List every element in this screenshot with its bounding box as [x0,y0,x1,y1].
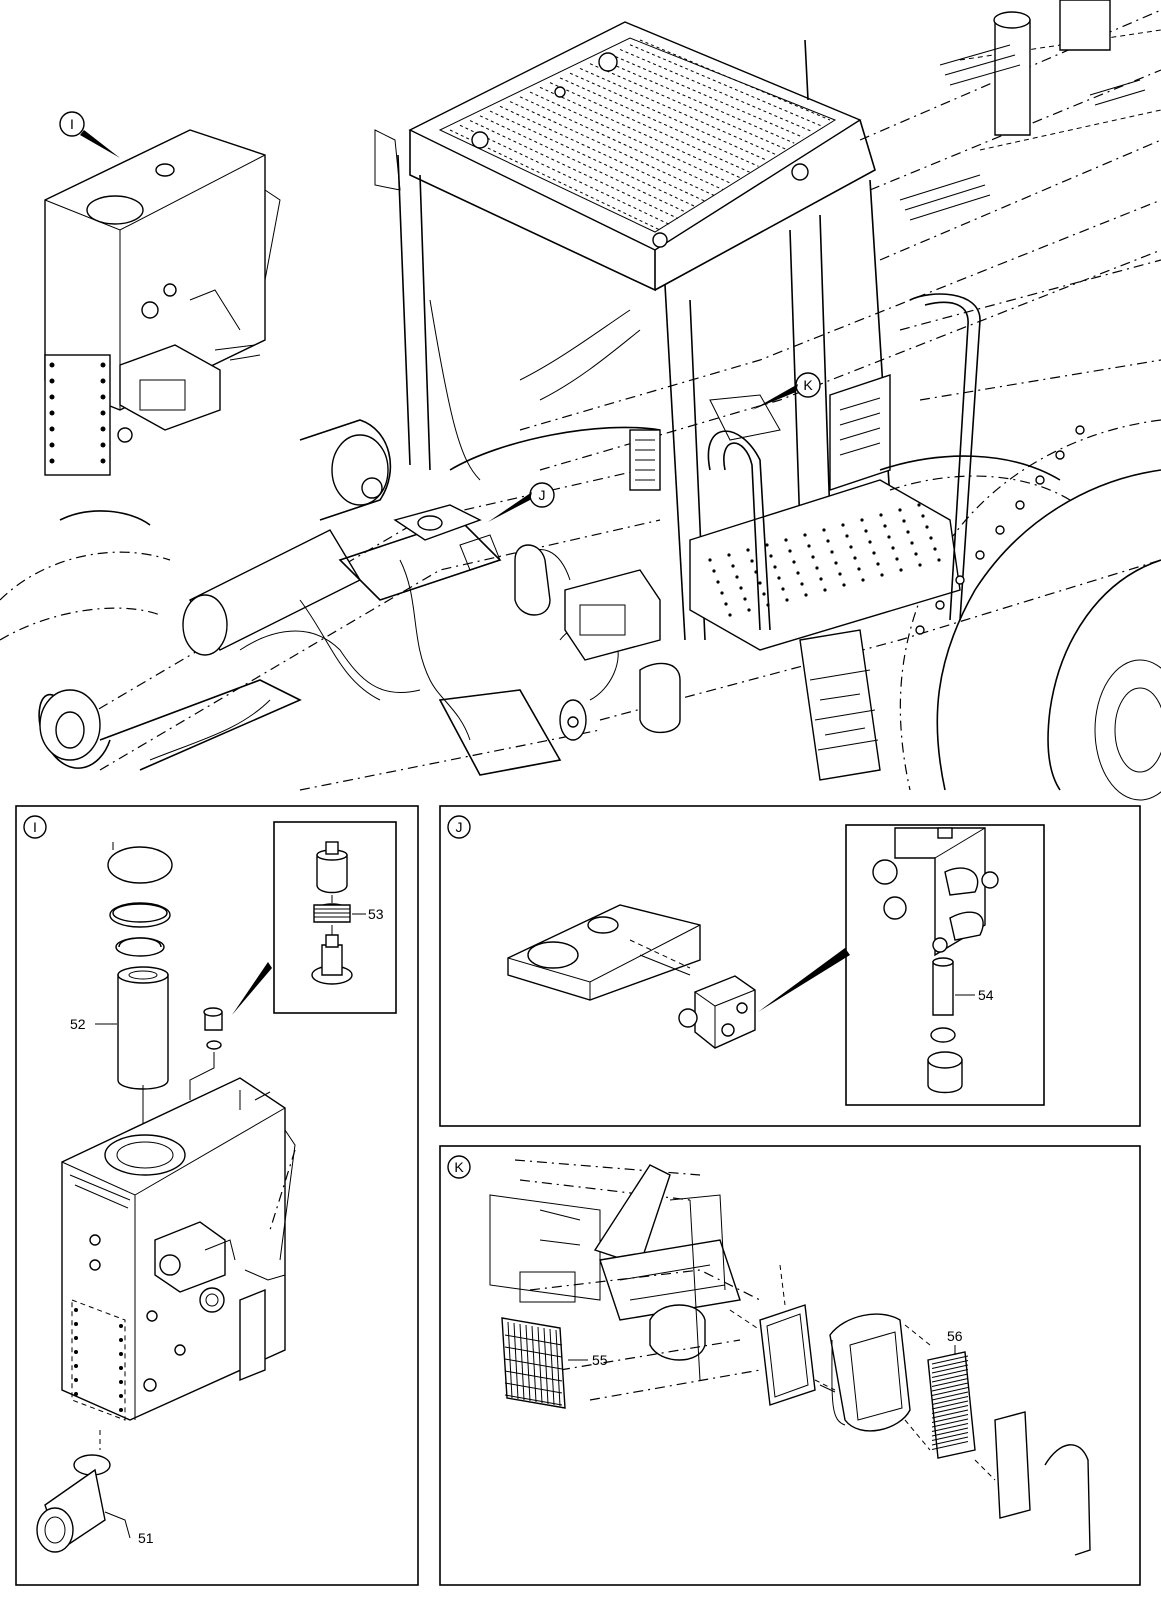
cab-roof [408,21,876,292]
part-number-52: 52 [70,1016,86,1032]
part-number-54: 54 [978,987,994,1003]
filter-gasket [759,1304,816,1406]
leader-arrow-icon [752,384,798,410]
inset-valve-exploded [311,841,353,985]
hood-vents [899,44,1146,221]
exhaust-pipe [993,0,1111,136]
callout-circle-icon [59,111,85,137]
callout-K: K [752,372,821,410]
detail-panel-K: K 55 56 [439,1145,1141,1586]
suction-strainer [36,1430,131,1553]
panel-label-J: J [456,819,463,835]
inset-valve-fitting [872,827,999,1094]
panel-label-I: I [33,819,37,835]
rear-wheel [899,419,1161,801]
rear-fender [879,425,1085,635]
leader-arrow-icon [80,130,120,158]
leader-arrow-icon [232,962,272,1015]
valve-block [678,975,756,1049]
front-wheel [0,510,171,641]
filter-cover [729,1264,1091,1556]
air-filter-element [927,1351,976,1459]
leader-arrow-icon [758,948,850,1012]
callout-label-I: I [70,116,74,132]
filter-frame [819,1313,911,1432]
callout-label-K: K [803,377,813,393]
filter-exploded [107,842,173,1135]
part-number-51: 51 [138,1530,154,1546]
callout-label-J: J [539,487,546,503]
callout-I: I [59,111,120,158]
panel-callout-circle-icon [23,815,47,839]
cab-steps [799,629,881,781]
overview-filter-housing [629,374,891,491]
callout-J: J [488,482,555,522]
detail-panel-I: I 53 52 [15,805,419,1586]
part-number-55: 55 [592,1352,608,1368]
part-number-56: 56 [947,1328,963,1344]
hydraulic-tank [61,1077,296,1421]
cab-platform [689,293,981,651]
panel-callout-circle-icon [447,815,471,839]
panel-callout-circle-icon [447,1155,471,1179]
panel-label-K: K [454,1159,464,1175]
valve-mount-plate [507,904,701,1001]
cab-rear-structure [489,1159,761,1401]
grille-panel [501,1317,566,1409]
front-axle [38,419,681,776]
callout-circle-icon [795,372,821,398]
leader-arrow-icon [488,492,532,522]
overview-tank [44,129,281,476]
detail-panel-J: J 54 [439,805,1141,1127]
part-number-53: 53 [368,906,384,922]
overview-illustration: I J K [0,0,1161,801]
